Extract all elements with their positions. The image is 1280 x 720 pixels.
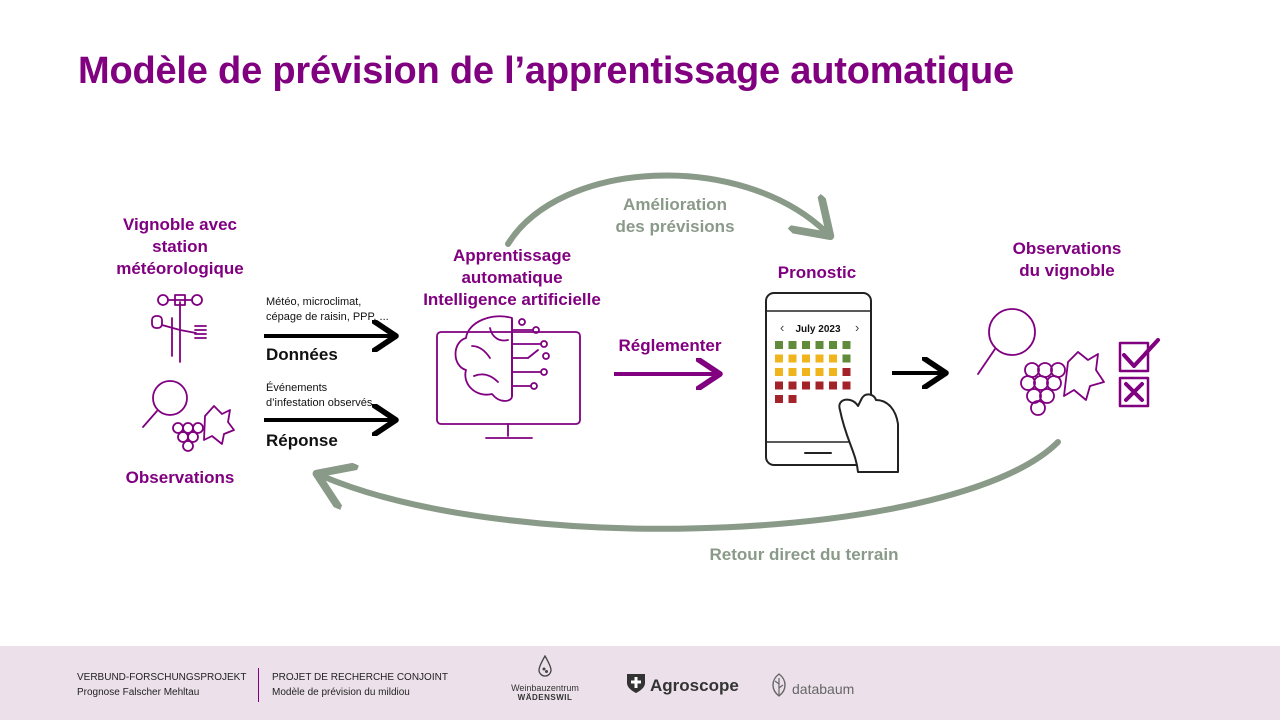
donnees-label: Données xyxy=(266,345,338,364)
agroscope-logo: Agroscope xyxy=(626,672,739,696)
page-title: Modèle de prévision de l’apprentissage a… xyxy=(78,50,1014,92)
databaum-leaf-icon xyxy=(772,673,786,697)
calendar-day-green[interactable] xyxy=(829,341,837,349)
calendar-day-red[interactable] xyxy=(802,381,810,390)
calendar-day-red[interactable] xyxy=(788,381,797,390)
feedback-arc-arrow xyxy=(322,439,1061,532)
calendar-next[interactable]: › xyxy=(855,320,859,335)
evenements-text: Événements d’infestation observés xyxy=(266,382,373,409)
observations-label: Observations xyxy=(125,468,235,487)
calendar-day-red[interactable] xyxy=(775,395,783,403)
machine-learning-label: Apprentissage automatique Intelligence a… xyxy=(423,246,601,309)
calendar-day-red[interactable] xyxy=(829,381,837,390)
agroscope-shield-icon xyxy=(627,674,645,693)
footer-project-fr: PROJET DE RECHERCHE CONJOINT Modèle de p… xyxy=(272,672,448,698)
footer-separator xyxy=(258,668,259,702)
reponse-label: Réponse xyxy=(266,431,338,450)
calendar-day-yellow[interactable] xyxy=(829,368,837,376)
calendar-day-green[interactable] xyxy=(815,341,824,349)
calendar-day-yellow[interactable] xyxy=(802,354,810,363)
databaum-logo: databaum xyxy=(768,672,854,698)
observations-grapes-icon xyxy=(142,380,235,452)
calendar-grid xyxy=(775,341,851,403)
calendar-day-yellow[interactable] xyxy=(815,368,824,376)
diagram-canvas: ‹ July 2023 › xyxy=(142,172,1160,532)
checkbox-checked-icon xyxy=(1118,338,1160,373)
footer: VERBUND-FORSCHUNGSPROJEKT Prognose Falsc… xyxy=(0,646,1280,720)
calendar-day-red[interactable] xyxy=(788,395,797,403)
calendar-day-yellow[interactable] xyxy=(775,354,783,363)
calendar-day-red[interactable] xyxy=(775,381,783,390)
reglementer-label: Réglementer xyxy=(618,336,722,355)
improvement-label: Amélioration des prévisions xyxy=(615,195,735,236)
footer-project-de: VERBUND-FORSCHUNGSPROJEKT Prognose Falsc… xyxy=(77,672,247,698)
calendar-day-green[interactable] xyxy=(788,341,797,349)
calendar-day-green[interactable] xyxy=(842,354,851,363)
calendar-prev[interactable]: ‹ xyxy=(780,320,784,335)
ai-monitor-icon xyxy=(436,315,581,439)
feedback-label: Retour direct du terrain xyxy=(709,545,899,564)
calendar-day-green[interactable] xyxy=(775,341,783,349)
calendar-day-yellow[interactable] xyxy=(788,368,797,376)
calendar-day-red[interactable] xyxy=(842,368,851,376)
weather-station-icon xyxy=(151,294,207,363)
calendar-day-yellow[interactable] xyxy=(829,354,837,363)
meteo-text: Météo, microclimat, cépage de raisin, PP… xyxy=(266,296,389,323)
calendar-month: July 2023 xyxy=(795,324,840,335)
checkbox-crossed-icon xyxy=(1118,376,1150,408)
weinbauzentrum-logo: Weinbauzentrum WÄDENSWIL xyxy=(500,654,590,702)
calendar-day-red[interactable] xyxy=(842,381,851,390)
calendar-day-green[interactable] xyxy=(802,341,810,349)
vineyard-observation-icon xyxy=(977,308,1105,416)
vineyard-observations-label: Observations du vignoble xyxy=(1012,239,1122,280)
weinbauzentrum-drop-icon xyxy=(538,654,552,677)
calendar-day-yellow[interactable] xyxy=(802,368,810,376)
calendar-day-yellow[interactable] xyxy=(775,368,783,376)
pronostic-label: Pronostic xyxy=(777,263,857,282)
improvement-arc-arrow xyxy=(505,172,826,247)
calendar-day-green[interactable] xyxy=(842,341,851,349)
hand-icon xyxy=(838,393,899,473)
calendar-day-yellow[interactable] xyxy=(815,354,824,363)
calendar-day-yellow[interactable] xyxy=(788,354,797,363)
calendar-day-red[interactable] xyxy=(815,381,824,390)
vineyard-station-label: Vignoble avec station météorologique xyxy=(116,215,244,278)
